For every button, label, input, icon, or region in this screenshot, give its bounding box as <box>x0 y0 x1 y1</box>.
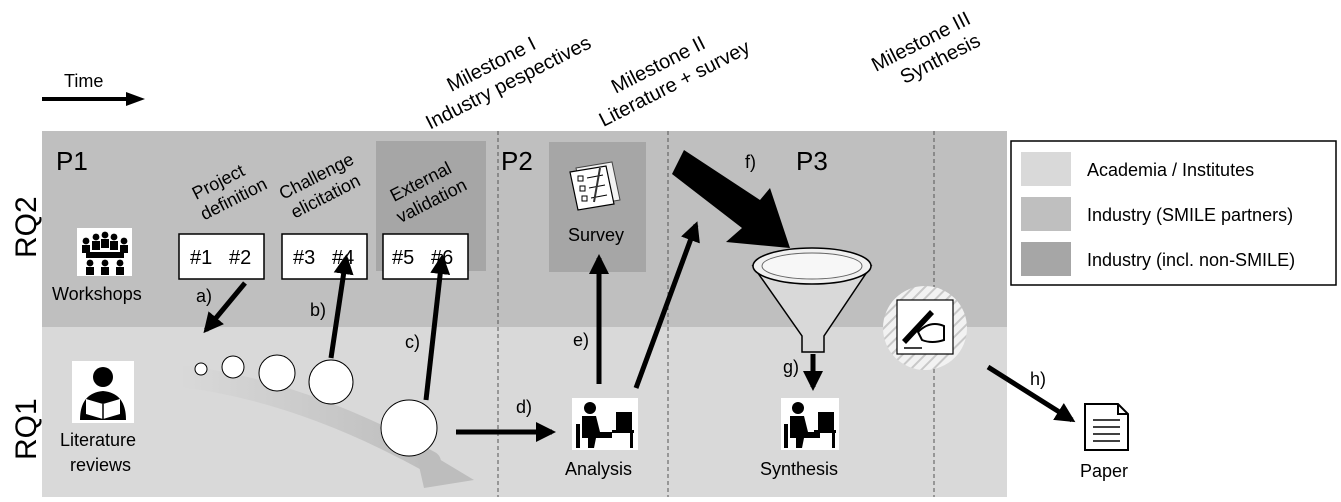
writing-hand-icon <box>883 286 967 370</box>
paper-label: Paper <box>1080 461 1128 481</box>
svg-text:#3: #3 <box>293 247 315 269</box>
milestone-1-label: Milestone I Industry pespectives <box>422 32 594 134</box>
funnel-icon <box>751 247 873 353</box>
arrow-label-a: a) <box>196 286 212 306</box>
row-label-rq2: RQ2 <box>10 196 43 258</box>
arrow-label-e: e) <box>573 330 589 350</box>
literature-circle <box>380 399 438 457</box>
analysis-label: Analysis <box>565 459 632 479</box>
workshop-box-5-6: #5 #6 <box>382 233 469 280</box>
phase-label-p3: P3 <box>796 146 828 176</box>
laptop-worker-icon <box>572 398 638 450</box>
phase-label-p1: P1 <box>56 146 88 176</box>
svg-text:#2: #2 <box>229 247 251 269</box>
milestone-3-label: Milestone III Synthesis <box>868 8 984 89</box>
literature-circle <box>221 355 245 379</box>
arrow-a <box>203 281 247 334</box>
arrow-analysis-to-synthesis-input <box>633 221 700 389</box>
workshop-box-3-4: #3 #4 <box>281 233 368 280</box>
arrow-label-b: b) <box>310 300 326 320</box>
legend: Academia / Institutes Industry (SMILE pa… <box>1010 140 1337 286</box>
arrow-h <box>986 364 1076 423</box>
rq1-band <box>42 327 1007 497</box>
reader-icon <box>72 361 134 423</box>
legend-swatch-smile <box>1021 197 1071 231</box>
row-label-rq1: RQ1 <box>10 398 43 460</box>
group-meeting-icon <box>77 228 132 276</box>
workshop-box-1-2: #1 #2 <box>178 233 265 280</box>
survey-label: Survey <box>568 225 624 245</box>
legend-label-non-smile: Industry (incl. non-SMILE) <box>1087 250 1295 270</box>
arrow-label-d: d) <box>516 397 532 417</box>
arrow-label-f: f) <box>745 152 756 172</box>
literature-reviews-label-2: reviews <box>70 455 131 475</box>
svg-text:#5: #5 <box>392 247 414 269</box>
literature-circle <box>308 359 354 405</box>
arrow-b <box>328 254 354 359</box>
phase-label-p2: P2 <box>501 146 533 176</box>
synthesis-label: Synthesis <box>760 459 838 479</box>
legend-label-smile: Industry (SMILE partners) <box>1087 205 1293 225</box>
time-arrow-head <box>126 92 145 106</box>
milestone-2-label: Milestone II Literature + survey <box>596 32 754 131</box>
arrow-c <box>423 254 451 401</box>
legend-label-academia: Academia / Institutes <box>1087 160 1254 180</box>
document-icon <box>1084 403 1129 451</box>
literature-progression-arrow-head <box>414 444 474 488</box>
laptop-worker-icon <box>781 398 839 450</box>
arrow-f <box>672 150 790 248</box>
literature-reviews-label-1: Literature <box>60 430 136 450</box>
literature-circle <box>194 362 208 376</box>
arrow-label-c: c) <box>405 332 420 352</box>
arrow-label-h: h) <box>1030 369 1046 389</box>
time-label: Time <box>64 71 103 91</box>
survey-checklist-icon <box>569 161 621 211</box>
legend-swatch-academia <box>1021 152 1071 186</box>
svg-text:#1: #1 <box>190 247 212 269</box>
workshops-label: Workshops <box>52 284 142 304</box>
legend-swatch-non-smile <box>1021 242 1071 276</box>
arrow-label-g: g) <box>783 357 799 377</box>
literature-circle <box>258 354 296 392</box>
